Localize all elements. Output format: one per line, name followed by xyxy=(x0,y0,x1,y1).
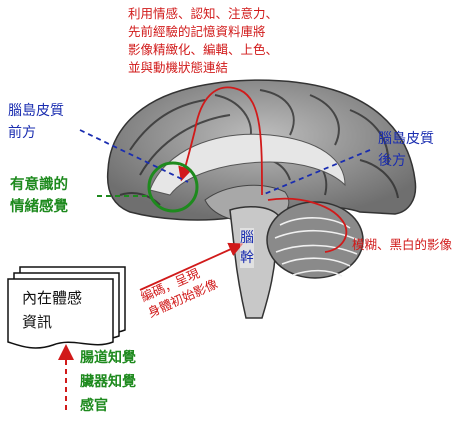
arrow-to-blurry xyxy=(267,197,348,253)
internal-info-line1: 內在體感 xyxy=(22,289,83,307)
blue-dash-anterior xyxy=(79,129,189,183)
top-note-line: 並與動機狀態連結 xyxy=(128,60,229,75)
arrow-encode xyxy=(139,242,244,291)
senses-gut: 腸道知覺 xyxy=(80,350,136,366)
brainstem-line1: 腦 xyxy=(240,230,254,246)
conscious-feeling-label: 有意識的 情緒感覺 xyxy=(10,174,68,218)
corpus-callosum xyxy=(149,133,346,196)
senses-label: 腸道知覺 臟器知覺 感官 xyxy=(80,346,136,418)
document-stack xyxy=(7,266,126,349)
top-note: 利用情感、認知、注意力、 先前經驗的記憶資料庫將 影像精緻化、編輯、上色、 並與… xyxy=(128,5,278,77)
insula-posterior-line1: 腦島皮質 xyxy=(378,131,434,147)
conscious-feeling-line1: 有意識的 xyxy=(10,177,68,193)
brainstem-label: 腦 幹 xyxy=(240,228,254,268)
internal-info-line2: 資訊 xyxy=(22,313,53,331)
top-note-line: 先前經驗的記憶資料庫將 xyxy=(128,24,266,39)
senses-organ: 感官 xyxy=(80,398,108,414)
top-note-line: 利用情感、認知、注意力、 xyxy=(128,6,279,21)
arrow-loop-top xyxy=(178,86,263,196)
internal-info-label: 內在體感 資訊 xyxy=(22,286,82,334)
cerebellum-shape xyxy=(266,201,364,279)
insula-anterior-line1: 腦島皮質 xyxy=(8,103,64,119)
senses-visceral: 臟器知覺 xyxy=(80,374,136,390)
insula-anterior-label: 腦島皮質 前方 xyxy=(8,100,64,144)
green-focus-circle xyxy=(147,161,199,213)
brainstem-line2: 幹 xyxy=(240,250,254,266)
conscious-feeling-line2: 情緒感覺 xyxy=(10,199,68,215)
blurry-image-label: 模糊、黑白的影像 xyxy=(352,237,453,252)
top-note-line: 影像精緻化、編輯、上色、 xyxy=(128,42,279,57)
insula-posterior-label: 腦島皮質 後方 xyxy=(378,128,434,172)
brainstem-shape xyxy=(229,205,279,319)
insula-anterior-line2: 前方 xyxy=(8,125,36,141)
blue-dash-posterior xyxy=(261,149,371,196)
insula-posterior-line2: 後方 xyxy=(378,153,406,169)
